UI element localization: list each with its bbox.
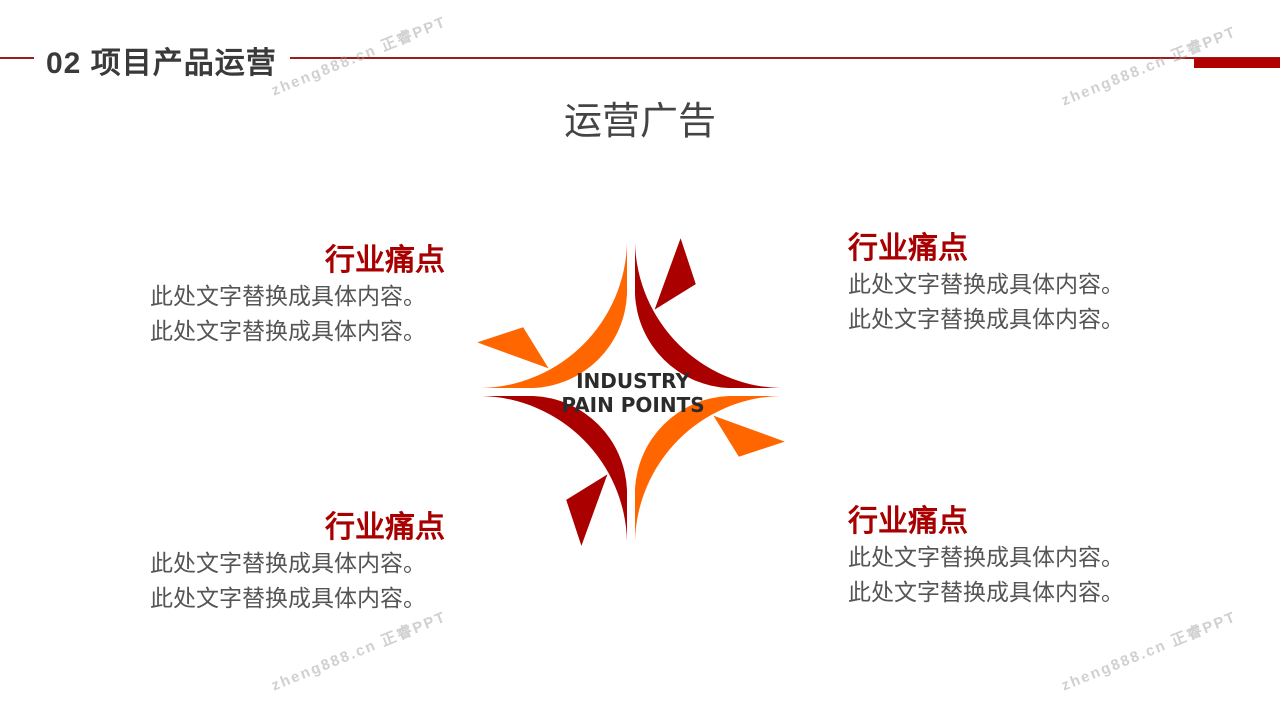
pain-point-4: 行业痛点 此处文字替换成具体内容。 此处文字替换成具体内容。 [135, 235, 445, 349]
header-rule-right [290, 57, 1280, 59]
ring-segment-01 [635, 243, 780, 388]
pain-point-text: 此处文字替换成具体内容。 [150, 283, 426, 309]
pain-point-heading: 行业痛点 [325, 244, 445, 277]
pain-point-text: 此处文字替换成具体内容。 [848, 271, 1124, 297]
segment-arrow-03 [566, 474, 608, 546]
pain-point-heading: 行业痛点 [848, 505, 968, 538]
segment-arrow-02 [713, 415, 785, 457]
pain-point-heading: 行业痛点 [325, 511, 445, 544]
ring-segment-02 [635, 396, 780, 541]
header-accent-block [1194, 58, 1280, 68]
pain-point-text: 此处文字替换成具体内容。 [848, 306, 1124, 332]
slide-title: 运营广告 [563, 101, 716, 143]
pain-point-text: 此处文字替换成具体内容。 [848, 579, 1124, 605]
ring-segment-04 [482, 243, 627, 388]
pain-point-heading: 行业痛点 [848, 232, 968, 265]
pain-point-2: 行业痛点 此处文字替换成具体内容。 此处文字替换成具体内容。 [848, 496, 1158, 610]
segment-arrow-01 [654, 238, 696, 310]
center-label-line1: INDUSTRY [576, 369, 690, 393]
pain-point-1: 行业痛点 此处文字替换成具体内容。 此处文字替换成具体内容。 [848, 223, 1158, 337]
pain-point-text: 此处文字替换成具体内容。 [150, 318, 426, 344]
segment-label-01: 01 [701, 295, 719, 312]
center-label-line2: PAIN POINTS [561, 393, 704, 417]
header-rule-left [0, 57, 34, 59]
pain-point-text: 此处文字替换成具体内容。 [150, 585, 426, 611]
segment-label-03: 03 [538, 478, 556, 495]
section-title: 02 项目产品运营 [46, 47, 277, 80]
segment-arrow-04 [477, 327, 549, 369]
pain-point-text: 此处文字替换成具体内容。 [150, 550, 426, 576]
segment-label-04: 04 [538, 295, 556, 312]
pain-point-3: 行业痛点 此处文字替换成具体内容。 此处文字替换成具体内容。 [135, 502, 445, 616]
pain-point-text: 此处文字替换成具体内容。 [848, 544, 1124, 570]
ring-segment-03 [482, 396, 627, 541]
segment-label-02: 02 [701, 478, 719, 495]
